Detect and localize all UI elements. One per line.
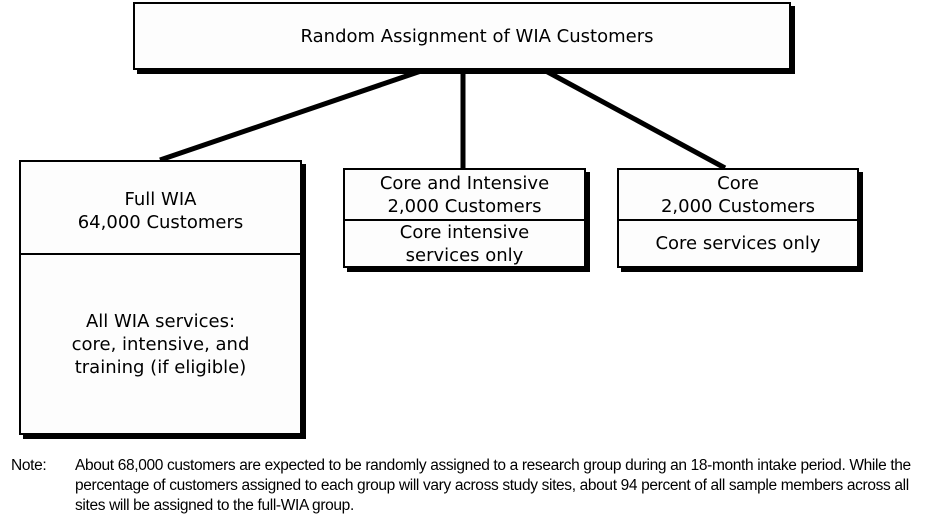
core-and-intensive-box: Core and Intensive 2,000 Customers Core … — [343, 168, 586, 268]
services-line: services only — [405, 244, 524, 266]
note-label: Note: — [11, 457, 47, 474]
footnote: Note: About 68,000 customers are expecte… — [11, 456, 936, 516]
core-and-intensive-count: 2,000 Customers — [387, 195, 542, 217]
core-name: Core — [717, 172, 759, 194]
random-assignment-label: Random Assignment of WIA Customers — [300, 25, 654, 47]
core-box: Core 2,000 Customers Core services only — [617, 168, 859, 268]
full-wia-box: Full WIA 64,000 Customers All WIA servic… — [19, 160, 302, 435]
full-wia-header: Full WIA 64,000 Customers — [21, 162, 300, 253]
core-and-intensive-services: Core intensive services only — [345, 219, 584, 266]
full-wia-count: 64,000 Customers — [77, 211, 244, 233]
services-line: Core services only — [655, 233, 821, 254]
services-line: core, intensive, and — [71, 333, 250, 355]
full-wia-services: All WIA services: core, intensive, and t… — [21, 253, 300, 433]
core-and-intensive-header: Core and Intensive 2,000 Customers — [345, 170, 584, 219]
note-text: About 68,000 customers are expected to b… — [75, 457, 911, 514]
services-line: Core intensive — [399, 221, 530, 243]
core-count: 2,000 Customers — [660, 195, 816, 217]
connector-to-full-wia — [159, 67, 425, 163]
core-header: Core 2,000 Customers — [619, 170, 857, 219]
services-line: All WIA services: — [85, 310, 236, 332]
connector-to-core — [542, 67, 727, 171]
random-assignment-box: Random Assignment of WIA Customers — [133, 2, 791, 70]
full-wia-name: Full WIA — [124, 188, 197, 210]
core-services: Core services only — [619, 219, 857, 266]
core-and-intensive-name: Core and Intensive — [379, 172, 550, 194]
services-line: training (if eligible) — [74, 356, 247, 378]
